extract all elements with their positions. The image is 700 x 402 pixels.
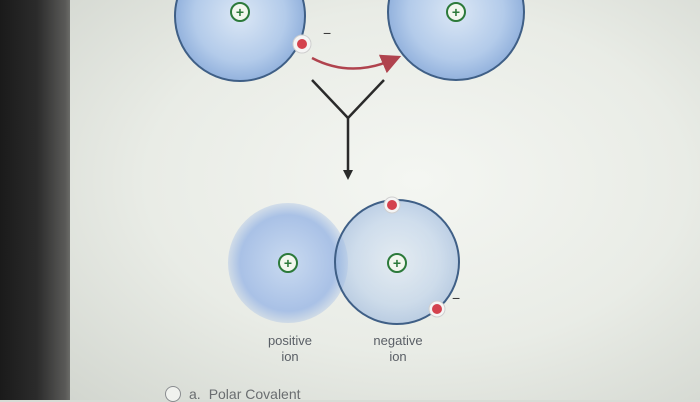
positive-ion-label-line1: positive [267,333,313,348]
plus-sign: + [393,255,401,271]
minus-sign: − [452,290,460,306]
plus-sign: + [284,255,292,271]
negative-ion: + − [334,196,460,325]
answer-option-a[interactable]: a. Polar Covalent [165,386,301,402]
nucleus-plus-icon: + [446,2,466,22]
top-right-atom: + [387,0,525,81]
option-letter: a. [189,386,201,402]
reaction-arrow [311,79,385,180]
transferring-electron: − [292,25,331,54]
monitor-bezel [0,0,82,400]
nucleus-plus-icon: + [230,2,250,22]
option-label: Polar Covalent [208,386,301,402]
positive-ion: + [228,203,348,323]
negative-ion-label-line2: ion [389,349,407,364]
minus-sign: − [323,25,331,41]
negative-ion-label-line1: negative [373,333,423,348]
positive-ion-label: positive ion [250,333,330,365]
electron-bottom: − [428,290,460,318]
nucleus-plus-icon: + [387,253,407,273]
electron-top [383,196,401,214]
top-left-atom: + [174,0,306,82]
negative-ion-label: negative ion [356,333,440,365]
plus-sign: + [452,4,460,20]
nucleus-plus-icon: + [278,253,298,273]
plus-sign: + [236,4,244,20]
positive-ion-label-line2: ion [281,349,299,364]
electron-transfer-arrow [311,54,402,74]
